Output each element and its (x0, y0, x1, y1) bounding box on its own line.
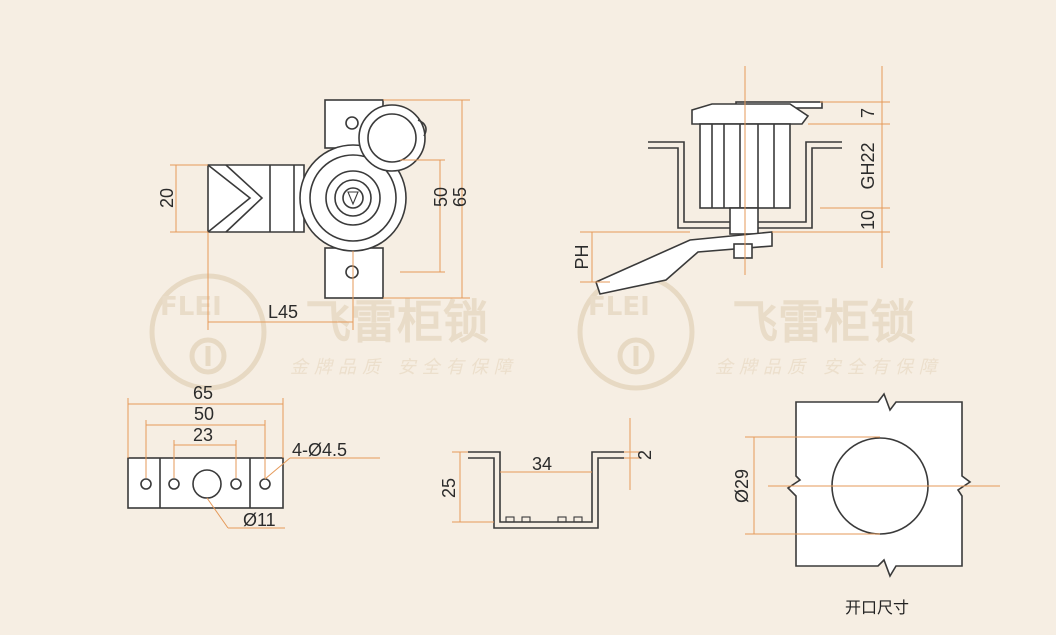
dim-mid: 50 (194, 404, 214, 424)
dim-thickness: 2 (635, 450, 655, 460)
front-view: 50 65 20 L45 (157, 99, 470, 330)
watermark-brand: FLEI (588, 292, 650, 322)
keyhole-icon (342, 187, 364, 209)
dim-bottom: 10 (858, 210, 878, 230)
hinge-arm (207, 164, 305, 233)
dim-height-outer: 65 (450, 187, 470, 207)
side-view: 7 GH22 10 PH (572, 66, 890, 295)
cutout-caption: 开口尺寸 (845, 598, 909, 617)
dim-top: 7 (858, 108, 878, 118)
dim-height: 25 (439, 478, 459, 498)
dim-outer: 65 (193, 383, 213, 403)
watermark-right: FLEI 飞雷柜锁 金牌品质 安全有保障 (577, 273, 943, 391)
plate-view: 65 50 23 4-Ø4.5 Ø11 (127, 383, 380, 530)
dim-height-inner: 50 (431, 187, 451, 207)
bracket-view: 34 2 25 (439, 418, 655, 529)
dim-width: 34 (532, 454, 552, 474)
watermark-name: 飞雷柜锁 (732, 295, 916, 349)
watermark-slogan: 金牌品质 安全有保障 (715, 357, 943, 378)
dim-diameter: Ø29 (732, 469, 752, 503)
watermark-slogan: 金牌品质 安全有保障 (290, 357, 518, 378)
cutout-panel (786, 392, 972, 578)
dim-left: 20 (157, 188, 177, 208)
dim-middle: GH22 (858, 142, 878, 189)
dim-center: Ø11 (243, 510, 276, 530)
dim-inner: 23 (193, 425, 213, 445)
dim-left: PH (572, 244, 592, 269)
watermark-left: FLEI 飞雷柜锁 金牌品质 安全有保障 (149, 273, 518, 391)
mounting-plate (127, 457, 284, 509)
dim-holes: 4-Ø4.5 (292, 440, 347, 460)
dim-length: L45 (268, 302, 298, 322)
lock-tongue (595, 231, 773, 295)
watermark-brand: FLEI (160, 292, 222, 322)
cutout-view: Ø29 开口尺寸 (732, 392, 1000, 617)
